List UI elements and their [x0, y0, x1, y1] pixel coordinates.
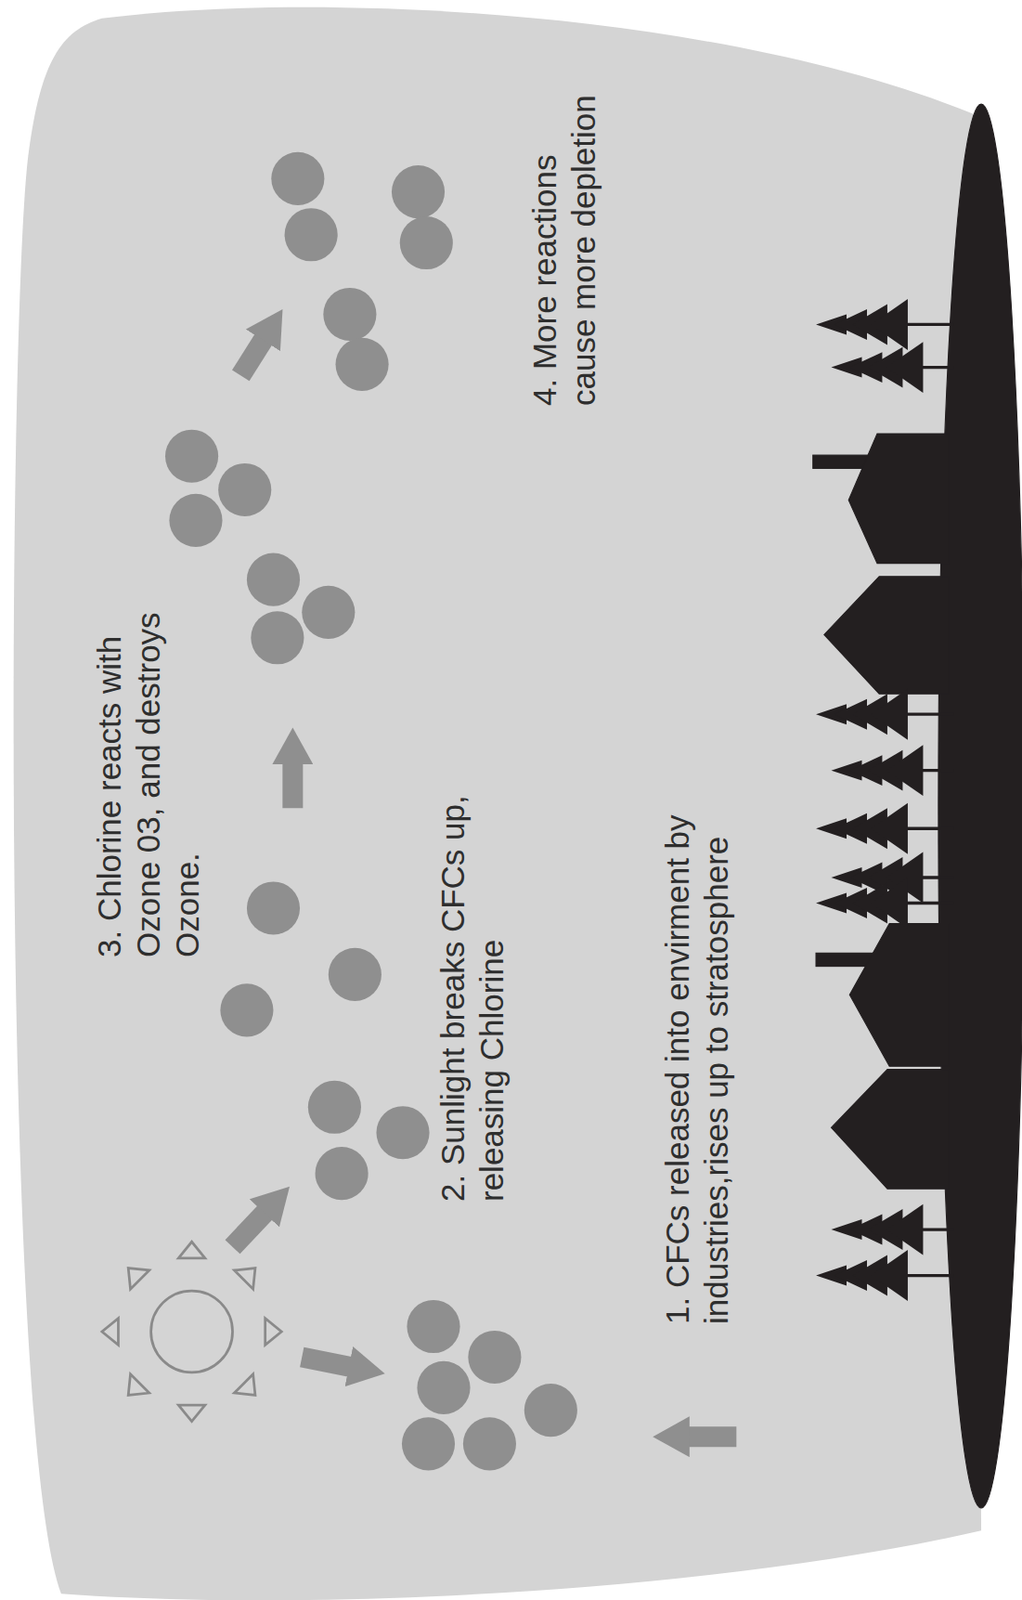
step-label: 2. Sunlight breaks CFCs up, releasing Ch…: [433, 792, 512, 1202]
step-label-wrap: 4. More reactions cause more depletion: [525, 62, 604, 406]
sky-region: [13, 7, 982, 1600]
step-label: 3. Chlorine reacts with Ozone 03, and de…: [90, 543, 207, 958]
trees: [815, 298, 954, 1301]
step-label-wrap: 1. CFCs released into envirment by indus…: [658, 692, 737, 1324]
ground: [813, 103, 1022, 1508]
step-label-wrap: 3. Chlorine reacts with Ozone 03, and de…: [90, 543, 207, 958]
process-arrows: [232, 336, 738, 1437]
step-label-wrap: 2. Sunlight breaks CFCs up, releasing Ch…: [433, 792, 512, 1202]
sun-symbol: [102, 1241, 282, 1421]
step-label: 1. CFCs released into envirment by indus…: [658, 692, 737, 1324]
molecules: [165, 152, 578, 1471]
step-label: 4. More reactions cause more depletion: [525, 62, 604, 406]
